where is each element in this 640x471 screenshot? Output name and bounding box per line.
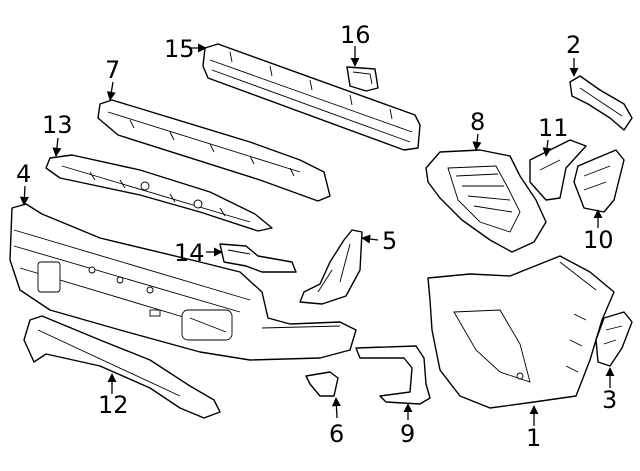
part-12-lower-valance[interactable]	[23, 315, 221, 419]
part-15-reinforcement-beam[interactable]	[202, 43, 421, 151]
part-7-upper-molding[interactable]	[97, 99, 331, 202]
callout-15: 15	[164, 35, 195, 63]
leader-lines	[19, 43, 615, 426]
part-16-bracket[interactable]	[346, 66, 379, 92]
callout-6: 6	[329, 420, 344, 448]
callout-10: 10	[583, 226, 614, 254]
part-1-fascia-extension[interactable]	[427, 255, 615, 409]
part-3-bracket[interactable]	[595, 311, 633, 367]
part-9-lower-bezel[interactable]	[355, 345, 431, 405]
callout-2: 2	[566, 31, 581, 59]
part-6-deflector[interactable]	[305, 371, 339, 397]
part-5-side-bracket[interactable]	[299, 229, 363, 305]
part-14-bracket[interactable]	[219, 243, 297, 273]
callout-4: 4	[16, 160, 31, 188]
callout-16: 16	[340, 21, 371, 49]
callout-8: 8	[470, 108, 485, 136]
callout-labels: 15 16 2 7 13 8 11 4 10 5 14 12 3 6 9 1	[16, 21, 617, 452]
callout-3: 3	[602, 386, 617, 414]
part-4-bumper-cover[interactable]	[9, 203, 357, 361]
part-8-fog-lamp-bezel[interactable]	[425, 149, 547, 253]
callout-12: 12	[98, 391, 129, 419]
callout-13: 13	[42, 111, 73, 139]
part-13-absorber[interactable]	[45, 154, 273, 232]
part-2-side-bracket[interactable]	[569, 75, 633, 131]
callout-1: 1	[526, 424, 541, 452]
part-10-bracket[interactable]	[573, 149, 625, 213]
callout-14: 14	[174, 239, 205, 267]
callout-5: 5	[382, 227, 397, 255]
callout-9: 9	[400, 420, 415, 448]
callout-11: 11	[538, 114, 569, 142]
callout-7: 7	[105, 56, 120, 84]
